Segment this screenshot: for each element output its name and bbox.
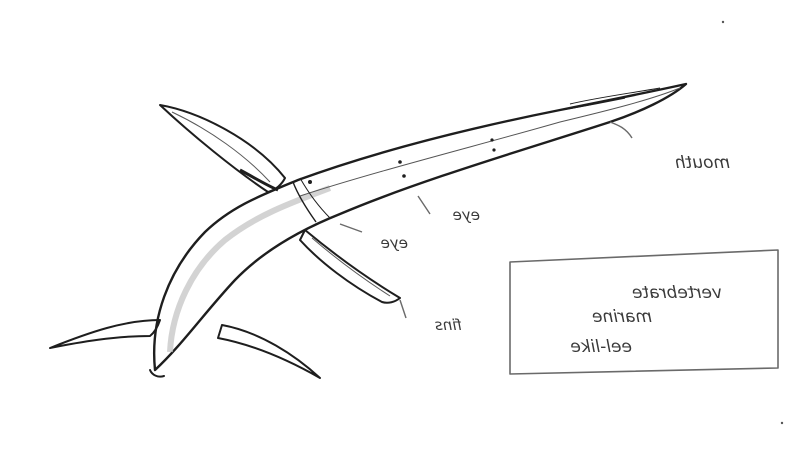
speck-dot: [722, 21, 724, 23]
label-mouth: mouth: [675, 153, 730, 173]
tail-fins: [50, 320, 320, 378]
label-eye-lower: eye: [381, 234, 408, 252]
eel-body: [150, 84, 686, 377]
note-line-vertebrate: vertebrate: [632, 283, 722, 303]
label-eye-upper: eye: [453, 206, 480, 224]
upper-fin: [160, 105, 285, 192]
speck-dot: [781, 422, 783, 424]
note-line-marine: marine: [592, 307, 652, 327]
note-line-eel-like: eel-like: [570, 337, 632, 357]
note-box: vertebrate marine eel-like: [510, 250, 778, 374]
label-fins: fins: [435, 316, 462, 334]
